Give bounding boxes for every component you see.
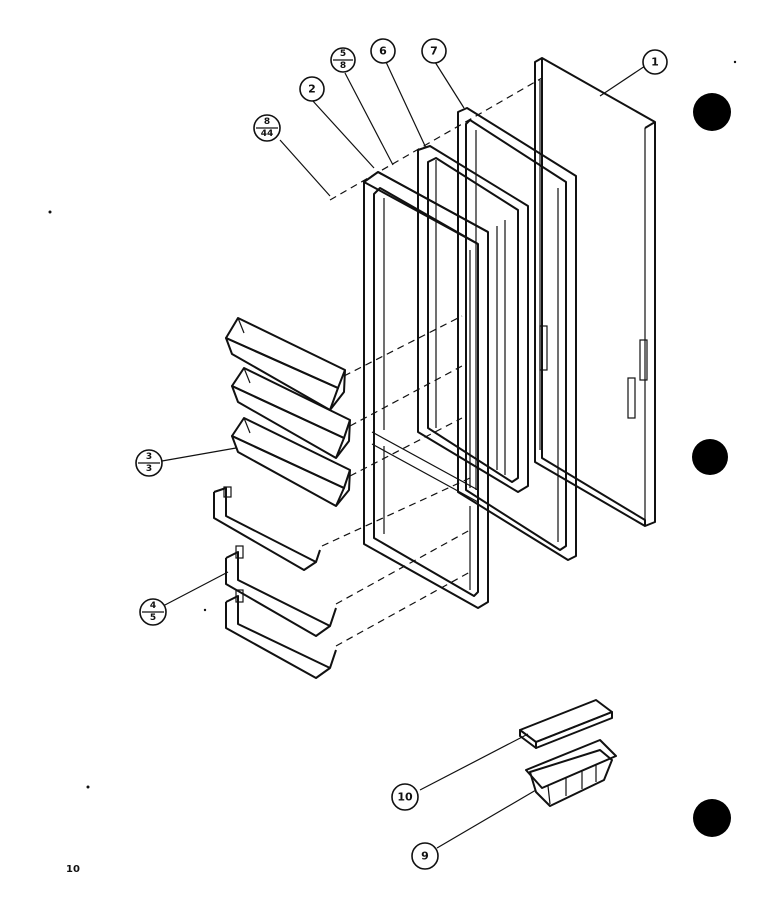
callout-3-3-denominator: 3 [146, 464, 152, 474]
door-bin-upper-1 [225, 317, 346, 411]
binder-hole-bottom [693, 799, 731, 837]
callout-1: 1 [642, 49, 668, 75]
callout-2-label: 2 [308, 83, 316, 96]
binder-hole-middle [692, 439, 728, 475]
callout-10: 10 [391, 783, 419, 811]
door-bin-upper-2 [231, 367, 351, 459]
callout-3-3-numerator: 3 [146, 452, 152, 462]
callout-8-44: 8 44 [253, 114, 281, 142]
speck [48, 210, 52, 214]
callout-7: 7 [421, 38, 447, 64]
callout-8-44-numerator: 8 [264, 117, 270, 127]
part-1-outer-door-panel [534, 57, 656, 527]
speck [733, 60, 737, 64]
callout-5-8-denominator: 8 [340, 61, 346, 71]
part-10-lid [519, 699, 613, 749]
callout-9: 9 [411, 842, 439, 870]
part-6-inner-door-liner [417, 145, 529, 493]
alignment-lines [321, 77, 543, 647]
binder-hole-top [693, 93, 731, 131]
speck [203, 608, 207, 612]
callout-6: 6 [370, 38, 396, 64]
speck [86, 785, 90, 789]
part-9-tray [525, 739, 617, 807]
callout-3-3: 3 3 [135, 449, 163, 477]
callout-10-label: 10 [397, 791, 413, 804]
callout-1-label: 1 [651, 56, 659, 69]
callout-5-8-numerator: 5 [340, 49, 346, 59]
callout-4-5-numerator: 4 [150, 601, 156, 611]
door-bin-lower-3 [225, 589, 337, 679]
callout-2: 2 [299, 76, 325, 102]
callout-4-5: 4 5 [139, 598, 167, 626]
part-2-shelf-frame [363, 171, 489, 609]
callout-4-5-denominator: 5 [150, 613, 156, 623]
door-bin-upper-3 [231, 417, 351, 507]
page-number: 10 [66, 864, 80, 875]
door-bin-lower-1 [213, 486, 321, 571]
callout-9-label: 9 [421, 850, 429, 863]
callout-7-label: 7 [430, 45, 438, 58]
leader-lines [161, 61, 646, 849]
callout-6-label: 6 [379, 45, 387, 58]
callout-8-44-denominator: 44 [261, 129, 274, 139]
door-bin-lower-2 [225, 545, 337, 637]
callout-5-8: 5 8 [330, 47, 356, 73]
